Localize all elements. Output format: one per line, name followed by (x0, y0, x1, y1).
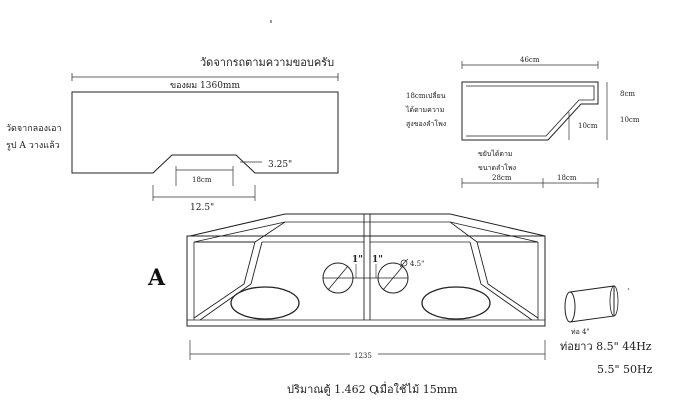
floor-panel-drawing: วัดจากรถตามความขอบครับ ของผม 1360mm วัดจ… (6, 56, 339, 213)
wood-thickness-label: เมื่อใช้ไม้ 15mm (376, 381, 458, 396)
box-a-drawing: A 1" 1" (147, 213, 546, 360)
right-woofer-outline (421, 286, 491, 320)
tube-far-end (609, 285, 619, 317)
diameter-icon-slash (399, 258, 409, 268)
right-baffle (476, 241, 539, 319)
tube-size-label: ท่อ 4" (571, 328, 590, 336)
panel-outline (71, 91, 339, 174)
right-top-label: 8cm (620, 90, 635, 98)
box-volume-label: ปริมาณตู้ 1.462 Q (287, 383, 378, 396)
port-diameter-label: 4.5" (410, 260, 424, 268)
panel-length-label: ของผม 1360mm (170, 81, 240, 91)
box-inner-top-left (193, 221, 286, 243)
notch-width-label: 18cm (192, 176, 212, 184)
right-inner-label: 10cm (578, 122, 598, 130)
side-note-4: ขยับได้ตาม (478, 149, 513, 158)
panel-side-note-2: รูป A วางแล้ว (6, 140, 60, 151)
left-port-offset-label: 1" (352, 255, 363, 265)
tube-length-50hz: 5.5" 50Hz (597, 363, 653, 376)
bottom-right-label: 18cm (557, 174, 577, 182)
top-width-label: 46cm (520, 56, 540, 64)
tube-length-44hz: ท่อยาว 8.5" 44Hz (560, 340, 652, 353)
left-baffle-inner (250, 241, 263, 285)
tube-stray-mark (627, 287, 630, 291)
panel-title: วัดจากรถตามความขอบครับ (200, 56, 334, 69)
left-woofer-outline (230, 286, 300, 320)
bottom-left-label: 28cm (492, 174, 512, 182)
bottom-width-label: 12.5" (190, 203, 214, 213)
box-inner-top-right (449, 221, 539, 243)
left-baffle-top (254, 221, 286, 243)
side-note-2: ได้ตามความ (405, 105, 444, 114)
tube-body (569, 285, 615, 323)
side-profile-drawing: 46cm 8cm 10cm 10cm 18cmเปลี่ยน ได้ตามควา… (405, 56, 640, 188)
side-note-1: 18cmเปลี่ยน (406, 91, 446, 100)
right-baffle-top (449, 221, 478, 243)
tube-end (564, 291, 576, 323)
left-baffle-bottom (199, 283, 252, 321)
side-note-5: ขนาดลำโพง (478, 163, 516, 172)
profile-outer-outline (461, 81, 599, 141)
box-outer-frame (186, 235, 546, 327)
total-length-label: 1235 (354, 352, 372, 360)
right-baffle-inner (469, 241, 482, 285)
box-top-edge (189, 213, 546, 237)
right-baffle-bottom (480, 283, 533, 321)
right-port-offset-label: 1" (372, 255, 383, 265)
panel-side-note-1: วัดจากลองเอา (6, 124, 62, 134)
box-letter: A (147, 265, 166, 291)
side-note-3: สูงของลำโพง (406, 119, 446, 128)
diameter-icon (400, 259, 408, 267)
left-baffle (193, 241, 256, 319)
profile-inner-outline (466, 85, 595, 137)
port-tube-drawing: ท่อ 4" ท่อยาว 8.5" 44Hz 5.5" 50Hz (560, 285, 653, 376)
right-mid-label: 10cm (620, 116, 640, 124)
notch-depth-label: 3.25" (268, 160, 292, 170)
